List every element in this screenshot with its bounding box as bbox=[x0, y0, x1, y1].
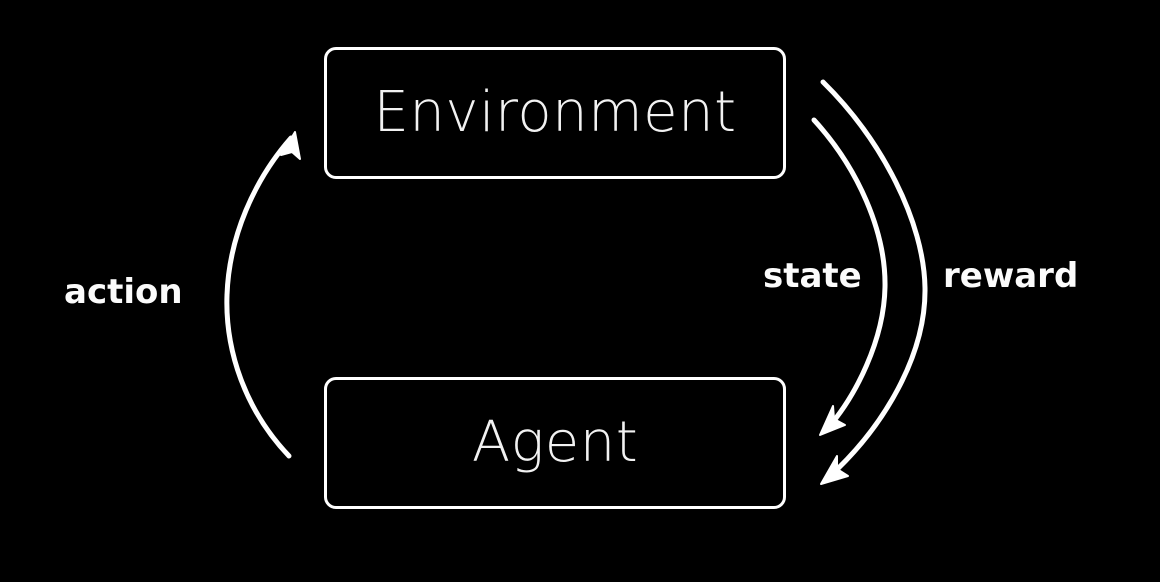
reward-arrowhead bbox=[820, 455, 849, 485]
action-arrowhead bbox=[280, 131, 301, 160]
action-arrow-path bbox=[224, 135, 294, 459]
state-arrowhead bbox=[819, 405, 846, 436]
state-edge-label: state bbox=[763, 256, 862, 296]
action-arrow bbox=[224, 131, 301, 459]
environment-node-label: Environment bbox=[373, 80, 737, 145]
agent-node-label: Agent bbox=[471, 410, 639, 475]
action-edge-label: action bbox=[64, 272, 183, 312]
agent-node[interactable]: Agent bbox=[324, 377, 786, 509]
reward-edge-label: reward bbox=[943, 256, 1079, 296]
environment-node[interactable]: Environment bbox=[324, 47, 786, 179]
